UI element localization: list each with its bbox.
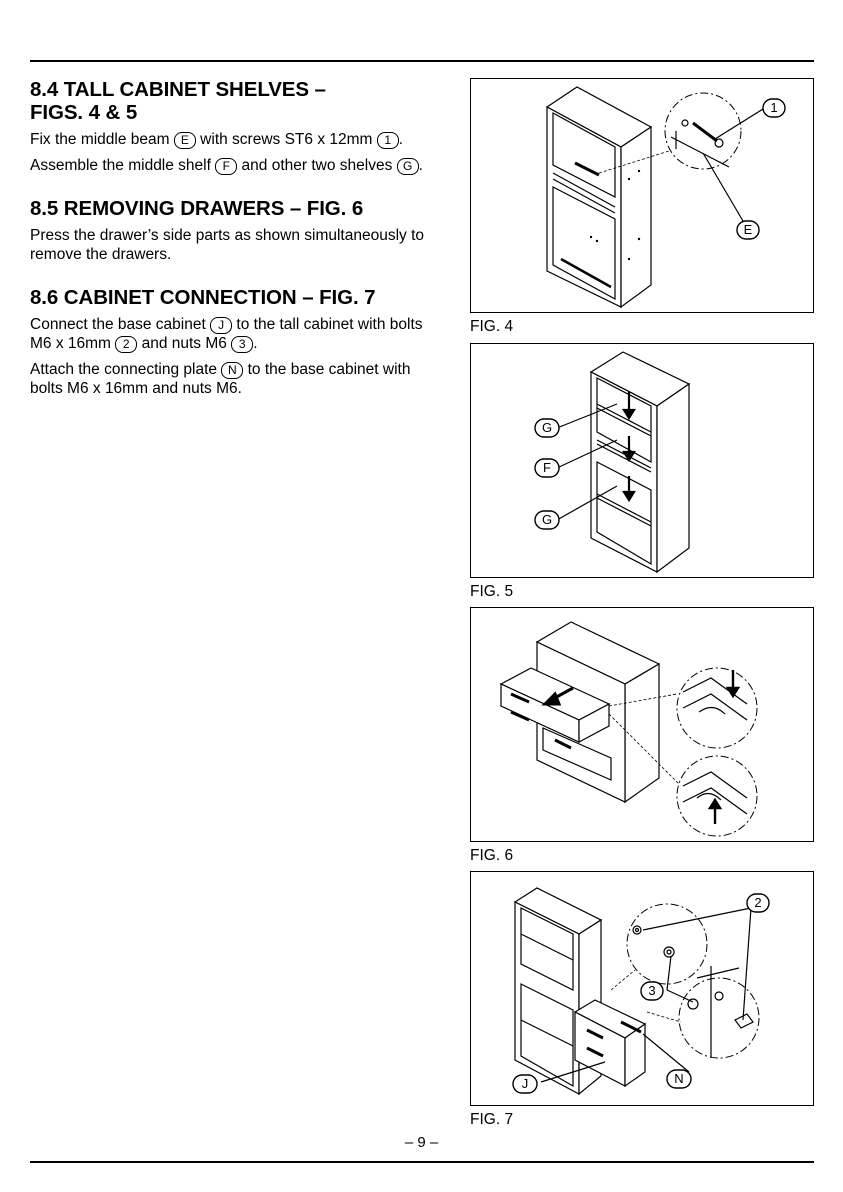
figure-7-illustration: 2 3 N J: [512, 887, 770, 1096]
callout-3: 3: [648, 983, 655, 998]
callout-marker: N: [221, 362, 244, 379]
figure-6: [470, 607, 814, 842]
callout-e: E: [744, 222, 753, 237]
top-rule: [30, 60, 814, 62]
paragraph: Attach the connecting plate N to the bas…: [30, 361, 411, 397]
section-8-4: 8.4 TALL CABINET SHELVES – FIGS. 4 & 5 F…: [30, 78, 430, 175]
page-number: – 9 –: [404, 1134, 439, 1151]
section-8-5: 8.5 REMOVING DRAWERS – FIG. 6 Press the …: [30, 197, 430, 264]
figure-4: 1 E: [470, 78, 814, 313]
paragraph: Press the drawer’s side parts as shown s…: [30, 227, 425, 263]
heading-line-2: FIGS. 4 & 5: [30, 101, 138, 124]
figure-5-caption: FIG. 5: [470, 583, 514, 600]
callout-n: N: [674, 1071, 683, 1086]
callout-marker: G: [396, 158, 419, 175]
callout-j: J: [522, 1076, 529, 1091]
callout-marker: 1: [376, 132, 399, 149]
paragraph: Fix the middle beam E with screws ST6 x …: [30, 131, 404, 149]
bottom-rule: [30, 1161, 814, 1163]
section-heading: 8.5 REMOVING DRAWERS – FIG. 6: [30, 197, 364, 220]
figure-4-caption: FIG. 4: [470, 318, 514, 335]
figure-6-caption: FIG. 6: [470, 847, 514, 864]
text-column: 8.4 TALL CABINET SHELVES – FIGS. 4 & 5 F…: [30, 78, 430, 420]
callout-f: F: [543, 460, 551, 475]
section-heading: 8.4 TALL CABINET SHELVES – FIGS. 4 & 5: [30, 78, 430, 124]
callout-g-bottom: G: [542, 512, 552, 527]
section-8-6: 8.6 CABINET CONNECTION – FIG. 7 Connect …: [30, 286, 430, 398]
figure-4-illustration: 1 E: [545, 86, 786, 309]
figure-6-illustration: [499, 621, 758, 837]
heading-line-1: 8.4 TALL CABINET SHELVES –: [30, 78, 326, 101]
callout-marker: 3: [231, 336, 254, 353]
callout-marker: E: [173, 132, 196, 149]
paragraph: Connect the base cabinet J to the tall c…: [30, 316, 423, 353]
paragraph: Assemble the middle shelf F and other tw…: [30, 157, 423, 175]
section-heading: 8.6 CABINET CONNECTION – FIG. 7: [30, 286, 376, 309]
figure-7: 2 3 N J: [470, 871, 814, 1106]
callout-g-top: G: [542, 420, 552, 435]
callout-marker: F: [215, 158, 238, 175]
callout-marker: J: [210, 317, 233, 334]
callout-marker: 2: [115, 336, 138, 353]
callout-1: 1: [770, 100, 777, 115]
figure-5-illustration: G F G: [534, 351, 691, 574]
callout-2: 2: [754, 895, 761, 910]
figure-7-caption: FIG. 7: [470, 1111, 514, 1128]
figure-5: G F G: [470, 343, 814, 578]
